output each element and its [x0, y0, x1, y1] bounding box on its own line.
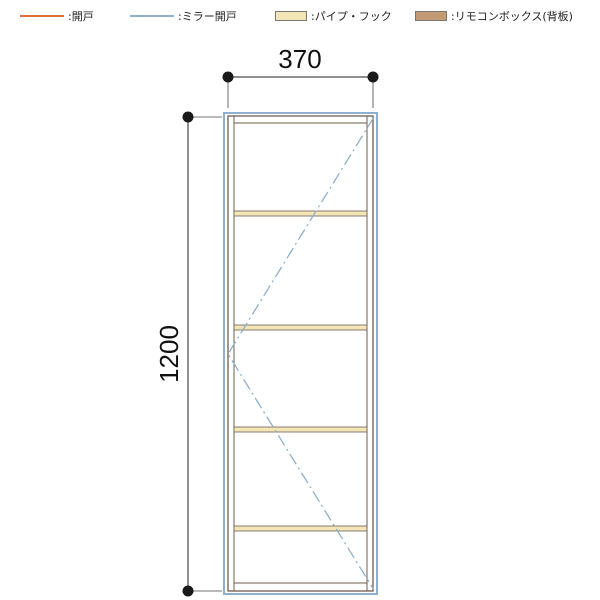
cabinet-frame [227, 115, 374, 592]
width-dimension-label: 370 [278, 44, 321, 74]
shelf-4 [233, 525, 368, 532]
width-endpoint-left [222, 71, 234, 83]
hinged-door-swatch [20, 15, 64, 17]
legend-label-pipe-hook: :パイプ・フック [311, 10, 392, 23]
legend-item-pipe-hook: :パイプ・フック [275, 8, 392, 24]
height-dimension: 1200 [154, 111, 222, 597]
legend-item-mirror-door: :ミラー開戸 [130, 8, 237, 24]
shelves [233, 210, 368, 532]
shelf-3 [233, 426, 368, 433]
width-endpoint-right [367, 71, 379, 83]
mirror-door-swing-indicator [227, 116, 375, 591]
shelf-1 [233, 210, 368, 217]
legend-label-mirror-door: :ミラー開戸 [178, 10, 237, 23]
legend-label-hinged-door: :開戸 [68, 10, 94, 23]
width-dimension: 370 [222, 44, 379, 108]
mirror-door-swatch [130, 15, 174, 17]
mirror-door-outline [223, 112, 378, 595]
shelf-2 [233, 324, 368, 331]
pipe-hook-swatch [275, 11, 307, 21]
height-endpoint-bottom [182, 585, 194, 597]
height-dimension-label: 1200 [154, 325, 184, 383]
height-endpoint-top [182, 111, 194, 123]
remote-box-swatch [415, 11, 447, 21]
legend-item-remote-box: :リモコンボックス(背板) [415, 8, 573, 24]
legend-item-hinged-door: :開戸 [20, 8, 94, 24]
legend-label-remote-box: :リモコンボックス(背板) [451, 10, 573, 23]
legend: :開戸 :ミラー開戸 :パイプ・フック :リモコンボックス(背板) [0, 0, 600, 30]
